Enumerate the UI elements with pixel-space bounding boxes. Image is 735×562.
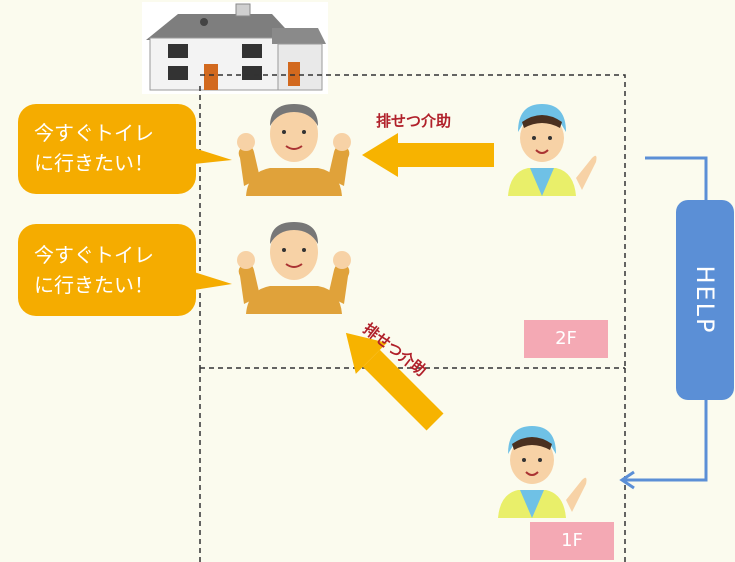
assist-label-horizontal: 排せつ介助 (376, 112, 452, 130)
bubble-line: 今すぐトイレ (34, 121, 154, 145)
speech-bubble-text-1: 今すぐトイレ に行きたい！ (34, 118, 154, 178)
help-connector (619, 156, 734, 490)
bubble-line: に行きたい！ (34, 273, 154, 297)
elderly-man-icon (237, 222, 351, 314)
help-label: HELP (691, 265, 719, 335)
floor-2f-area (199, 74, 626, 368)
assist-arrow-horizontal (362, 133, 494, 177)
speech-bubble-1 (18, 104, 232, 194)
bubble-line: 今すぐトイレ (34, 243, 154, 267)
elderly-man-icon (237, 104, 351, 196)
bubble-line: に行きたい！ (34, 151, 154, 175)
speech-bubble-2 (18, 224, 232, 316)
caregiver-icon (508, 104, 597, 196)
speech-bubble-text-2: 今すぐトイレ に行きたい！ (34, 240, 154, 300)
house-icon (142, 2, 328, 94)
floor-label-1f: 1F (530, 522, 614, 560)
assist-arrow-diagonal (345, 332, 444, 431)
floor-label-2f: 2F (524, 320, 608, 358)
caregiver-icon (498, 426, 587, 518)
